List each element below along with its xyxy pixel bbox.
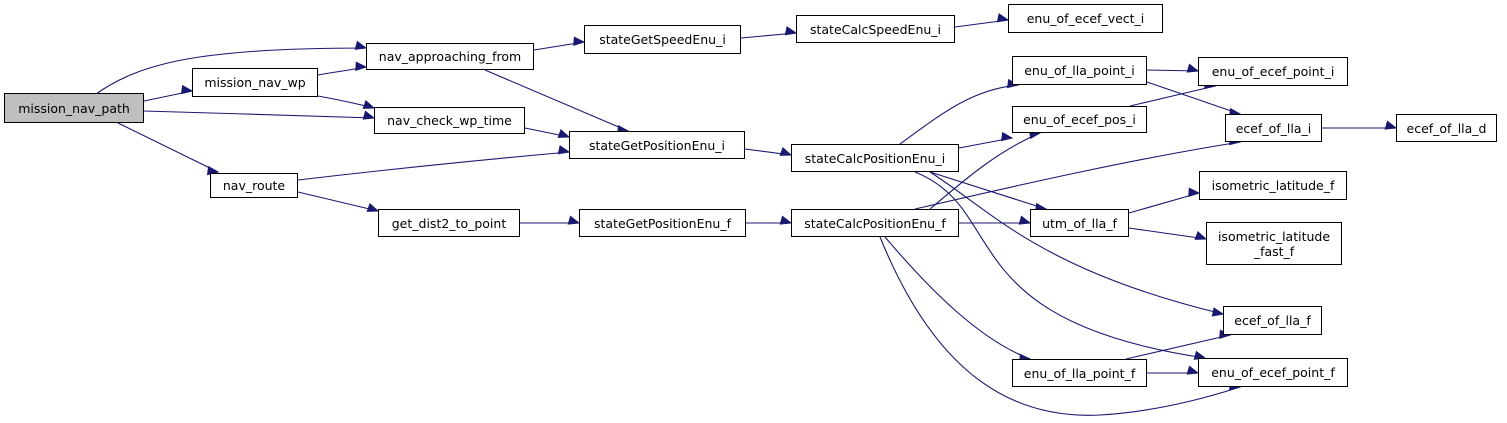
node-ecef-of-lla-f[interactable]: ecef_of_lla_f <box>1223 306 1322 335</box>
arrowhead-utm_of_lla_f-isometric_latitude_f <box>1188 187 1201 197</box>
arrowhead-nav_route-stateGetPositionEnu_i <box>557 145 571 155</box>
edge-stateCalcPositionEnu_f-enu_of_ecef_pos_i <box>929 132 1041 210</box>
edge-stateCalcPositionEnu_f-ecef_of_lla_i <box>914 141 1241 210</box>
edge-stateCalcPositionEnu_i-enu_of_lla_point_i <box>899 84 1019 145</box>
edge-stateCalcPositionEnu_i-enu_of_ecef_point_f <box>914 171 1206 359</box>
arrowhead-enu_of_lla_point_f-enu_of_ecef_point_f <box>1186 365 1200 375</box>
arrowhead-nav_check_wp_time-stateGetPositionEnu_i <box>557 129 571 138</box>
node-state-get-speed-enu-i[interactable]: stateGetSpeedEnu_i <box>584 25 741 54</box>
node-isometric-latitude-f[interactable]: isometric_latitude_f <box>1199 171 1347 200</box>
edge-nav_route-stateGetPositionEnu_i <box>297 151 570 181</box>
node-state-calc-position-enu-i[interactable]: stateCalcPositionEnu_i <box>791 144 959 172</box>
node-enu-of-lla-point-f[interactable]: enu_of_lla_point_f <box>1012 359 1147 387</box>
edge-mission_nav_path-nav_approaching_from <box>95 47 367 95</box>
node-state-calc-speed-enu-i[interactable]: stateCalcSpeedEnu_i <box>796 15 955 43</box>
node-ecef-of-lla-i[interactable]: ecef_of_lla_i <box>1225 114 1322 142</box>
node-enu-of-ecef-point-i[interactable]: enu_of_ecef_point_i <box>1198 57 1348 86</box>
node-mission-nav-path: mission_nav_path <box>4 93 144 123</box>
edge-stateCalcPositionEnu_i-utm_of_lla_f <box>929 171 1047 210</box>
node-state-get-position-enu-i[interactable]: stateGetPositionEnu_i <box>569 131 745 159</box>
arrowhead-stateCalcSpeedEnu_i-enu_of_ecef_vect_i <box>996 13 1010 23</box>
arrowhead-nav_approaching_from-stateGetSpeedEnu_i <box>573 36 586 46</box>
arrowhead-mission_nav_path-nav_approaching_from <box>354 40 368 50</box>
arrowhead-mission_nav_wp-nav_check_wp_time <box>362 100 376 109</box>
edge-stateCalcPositionEnu_i-ecef_of_lla_f <box>929 171 1224 315</box>
edge-mission_nav_path-nav_route <box>117 122 219 173</box>
node-utm-of-lla-f[interactable]: utm_of_lla_f <box>1030 209 1129 237</box>
node-nav-route[interactable]: nav_route <box>210 173 298 198</box>
edge-enu_of_ecef_pos_i-enu_of_ecef_point_i <box>1129 85 1216 107</box>
arrowhead-get_dist2_to_point-stateGetPositionEnu_f <box>567 215 581 225</box>
arrowhead-mission_nav_wp-nav_approaching_from <box>355 61 368 71</box>
node-enu-of-ecef-vect-i[interactable]: enu_of_ecef_vect_i <box>1008 4 1163 33</box>
arrowhead-stateCalcPositionEnu_f-utm_of_lla_f <box>1018 215 1032 225</box>
arrowhead-mission_nav_path-mission_nav_wp <box>180 84 194 95</box>
arrowhead-stateCalcPositionEnu_i-ecef_of_lla_f <box>1211 307 1225 317</box>
node-enu-of-lla-point-i[interactable]: enu_of_lla_point_i <box>1012 56 1147 85</box>
node-mission-nav-wp[interactable]: mission_nav_wp <box>192 68 318 97</box>
arrowhead-stateGetPositionEnu_i-stateCalcPositionEnu_i <box>779 147 793 156</box>
node-state-calc-position-enu-f[interactable]: stateCalcPositionEnu_f <box>791 209 959 237</box>
node-ecef-of-lla-d[interactable]: ecef_of_lla_d <box>1396 114 1497 142</box>
arrowhead-utm_of_lla_f-isometric_latitude_fast_f <box>1194 231 1208 240</box>
node-nav-check-wp-time[interactable]: nav_check_wp_time <box>374 107 525 134</box>
arrowhead-enu_of_lla_point_i-enu_of_ecef_point_i <box>1186 63 1200 73</box>
edge-stateCalcPositionEnu_f-enu_of_ecef_point_f <box>879 236 1241 416</box>
edge-nav_approaching_from-stateGetPositionEnu_i <box>484 69 629 132</box>
edge-utm_of_lla_f-isometric_latitude_f <box>1128 192 1200 214</box>
node-nav-approaching-from[interactable]: nav_approaching_from <box>366 43 534 70</box>
node-enu-of-ecef-pos-i[interactable]: enu_of_ecef_pos_i <box>1012 106 1147 133</box>
node-get-dist2-to-point[interactable]: get_dist2_to_point <box>378 209 520 237</box>
node-enu-of-ecef-point-f[interactable]: enu_of_ecef_point_f <box>1198 358 1348 387</box>
edge-stateCalcPositionEnu_f-enu_of_lla_point_f <box>884 236 1031 360</box>
edge-mission_nav_path-nav_check_wp_time <box>143 110 375 119</box>
arrowhead-stateGetSpeedEnu_i-stateCalcSpeedEnu_i <box>784 26 798 36</box>
edge-enu_of_lla_point_f-ecef_of_lla_f <box>1125 334 1231 360</box>
node-isometric-latitude-fast-f[interactable]: isometric_latitude _fast_f <box>1206 222 1342 265</box>
edge-utm_of_lla_f-isometric_latitude_fast_f <box>1128 227 1207 240</box>
arrowhead-stateCalcPositionEnu_i-enu_of_ecef_pos_i <box>1000 131 1014 142</box>
edge-enu_of_lla_point_i-ecef_of_lla_i <box>1146 81 1241 115</box>
arrowhead-stateGetPositionEnu_f-stateCalcPositionEnu_f <box>779 215 793 225</box>
edge-nav_route-get_dist2_to_point <box>297 191 379 212</box>
arrowhead-nav_route-get_dist2_to_point <box>366 203 380 212</box>
node-state-get-position-enu-f[interactable]: stateGetPositionEnu_f <box>579 209 746 237</box>
arrowhead-mission_nav_path-nav_check_wp_time <box>362 110 376 120</box>
arrowhead-ecef_of_lla_i-ecef_of_lla_d <box>1384 120 1398 130</box>
